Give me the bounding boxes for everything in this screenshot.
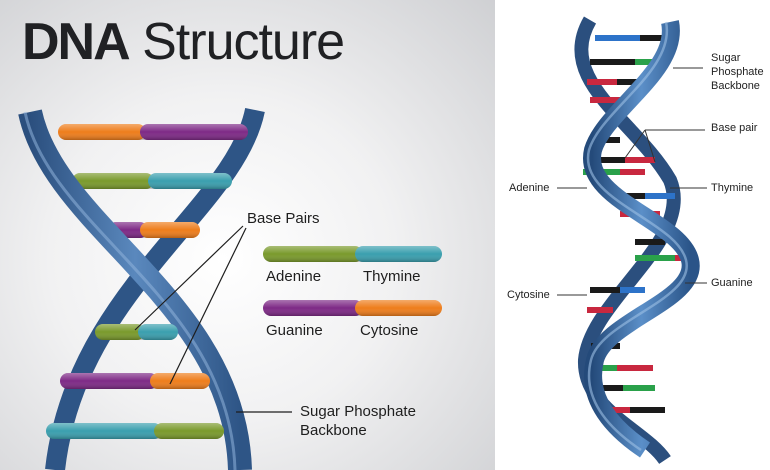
base-pair-rods <box>58 124 248 238</box>
backbone-strand-front <box>583 20 700 458</box>
label-adenine: Adenine <box>509 182 550 194</box>
label-sugar: Sugar <box>711 52 741 64</box>
legend-rod-guanine-cytosine <box>263 300 442 316</box>
label-sugar-phosphate-line1: Sugar Phosphate <box>300 403 416 420</box>
title-bold: DNA <box>22 13 131 71</box>
pointer-lines <box>557 67 707 296</box>
pointer-lines <box>134 225 292 413</box>
base-pair-rod <box>72 173 232 189</box>
label-guanine: Guanine <box>711 277 753 289</box>
label-cytosine: Cytosine <box>507 289 550 301</box>
base-pair-rod <box>60 373 210 389</box>
title-rest: Structure <box>128 13 345 71</box>
backbone-strand-front <box>18 109 252 470</box>
label-sugar-phosphate-line2: Backbone <box>300 422 367 439</box>
left-infographic: DNA Structure <box>0 0 495 470</box>
legend-label-adenine: Adenine <box>266 268 322 285</box>
label-phosphate: Phosphate <box>711 66 764 78</box>
base-pair-rod <box>58 124 248 140</box>
label-base-pairs: Base Pairs <box>247 210 320 227</box>
legend-label-thymine: Thymine <box>363 268 421 285</box>
label-thymine: Thymine <box>711 182 754 194</box>
legend-label-guanine: Guanine <box>266 322 323 339</box>
base-pair-rods-lower <box>46 324 224 439</box>
base-pair-rod <box>95 324 178 340</box>
legend-rod-adenine-thymine <box>263 246 442 262</box>
base-pair-rod <box>46 423 224 439</box>
dna-double-helix-icon <box>18 107 442 470</box>
backbone-strand-back <box>45 107 265 470</box>
dna-double-helix-icon <box>557 16 707 465</box>
label-base-pair: Base pair <box>711 122 758 134</box>
label-backbone: Backbone <box>711 80 760 92</box>
legend-label-cytosine: Cytosine <box>360 322 419 339</box>
right-diagram: Sugar Phosphate Backbone Base pair Adeni… <box>495 0 770 470</box>
page-title: DNA Structure <box>22 12 345 72</box>
